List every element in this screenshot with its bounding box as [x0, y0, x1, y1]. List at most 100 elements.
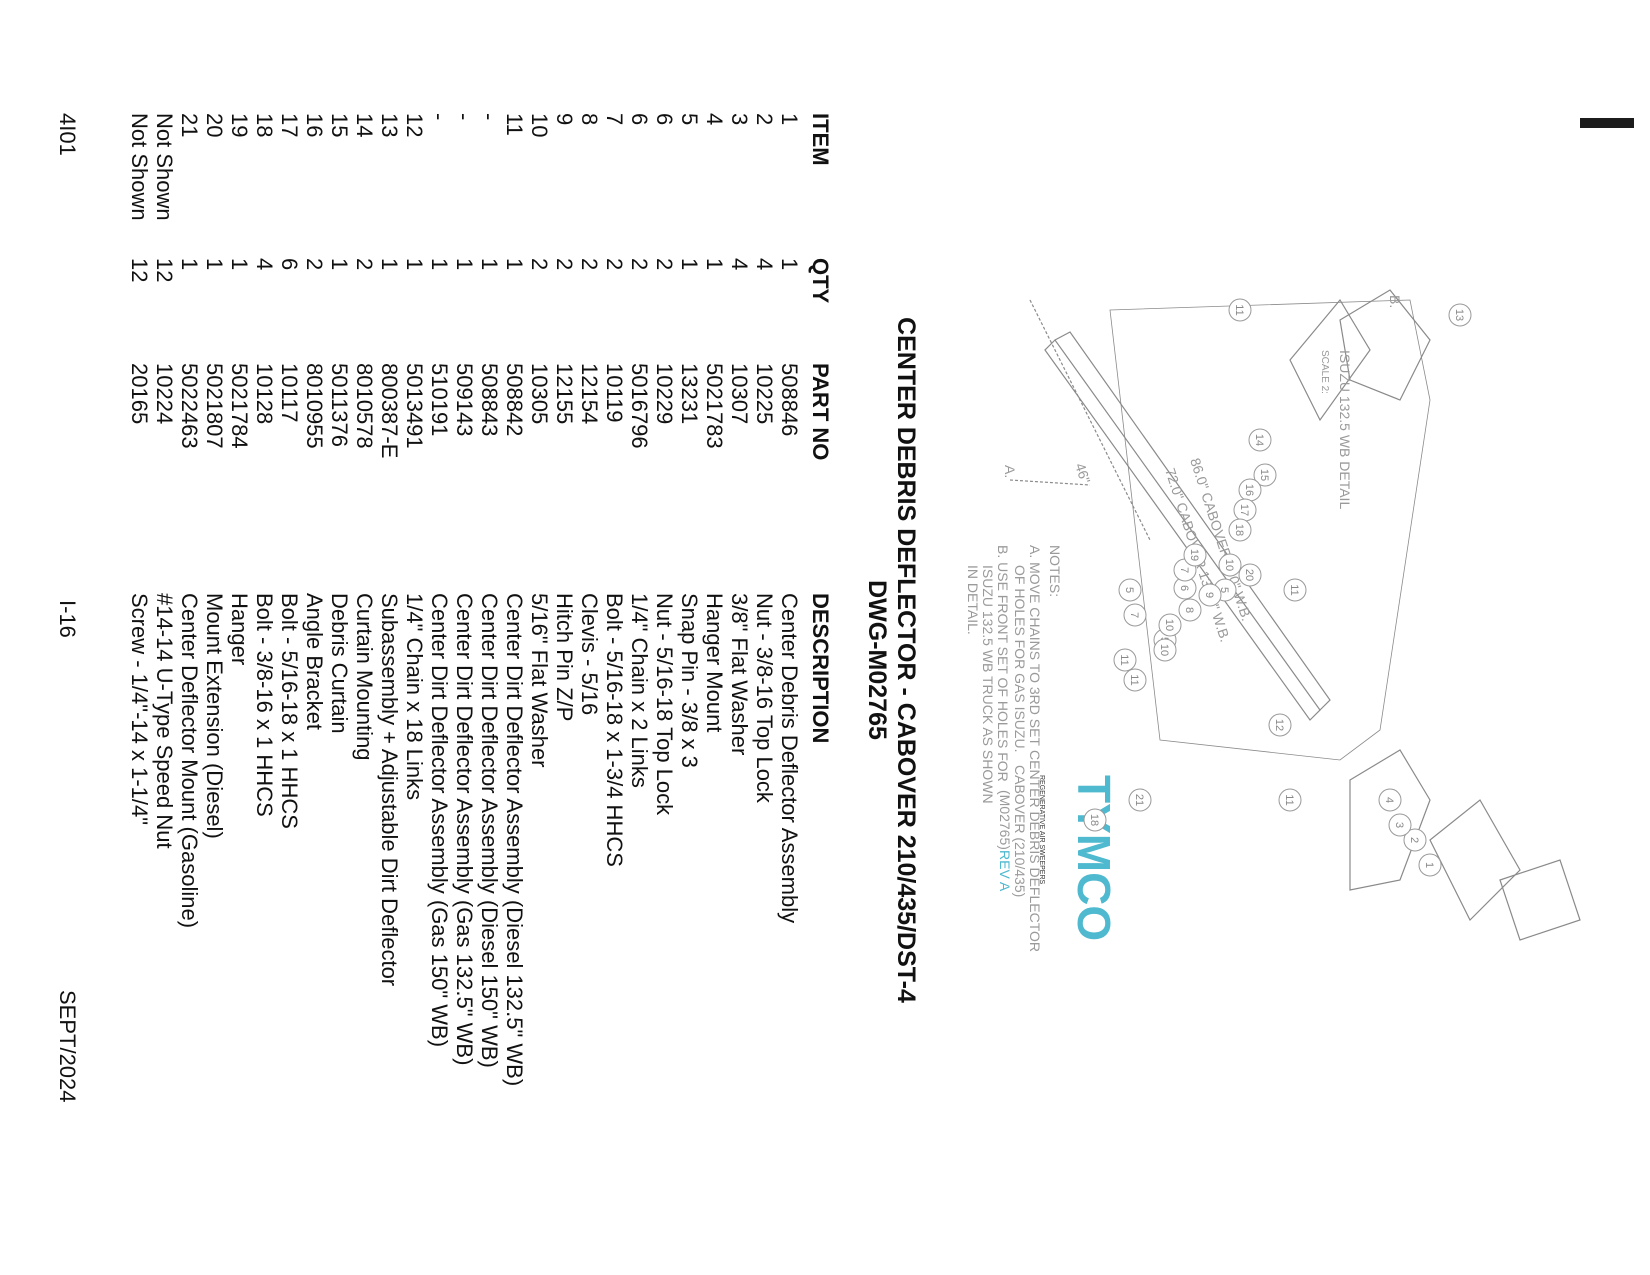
cell-qty: 2	[352, 258, 377, 271]
drawing-number: DWG-M02765	[863, 580, 891, 740]
cell-part: 10305	[527, 363, 552, 425]
cell-description: #14-14 U-Type Speed Nut	[152, 593, 177, 849]
balloon-number: 7	[1178, 567, 1190, 573]
cell-item: Not Shown	[152, 113, 177, 221]
cell-qty: 12	[152, 258, 177, 283]
balloon-number: 18	[1233, 524, 1245, 536]
callout-balloon: 18	[1228, 518, 1252, 542]
cell-qty: 1	[177, 258, 202, 271]
cell-part: 10128	[252, 363, 277, 425]
cell-item: 1	[777, 113, 802, 126]
balloon-number: 15	[1258, 469, 1270, 481]
balloon-number: 10	[1163, 619, 1175, 631]
detail-bracket	[1339, 289, 1431, 401]
cell-description: Clevis - 5/16	[577, 593, 602, 716]
cell-qty: 1	[202, 258, 227, 271]
cell-description: Center Dirt Deflector Assembly (Diesel 1…	[477, 593, 502, 1068]
cell-item: 13	[377, 113, 402, 138]
cell-description: Center Debris Deflector Assembly	[777, 593, 802, 924]
balloon-number: 4	[1383, 797, 1395, 803]
cell-part: 800387-E	[377, 363, 402, 459]
balloon-number: 1	[1423, 862, 1435, 868]
callout-balloon: 11	[1283, 578, 1307, 602]
callout-balloon: 15	[1253, 463, 1277, 487]
logo-text: TYMCO	[1068, 775, 1120, 941]
callout-balloon: 10	[1153, 638, 1177, 662]
cell-description: Debris Curtain	[327, 593, 352, 734]
cell-item: Not Shown	[127, 113, 152, 221]
cell-description: Curtain Mounting	[352, 593, 377, 761]
cell-description: Hanger Mount	[702, 593, 727, 733]
exploded-assembly-drawing: ISUZU 132.5 WB DETAIL SCALE 2: 86.0" CAB…	[965, 289, 1581, 952]
balloon-number: 12	[1273, 719, 1285, 731]
cell-description: 1/4" Chain x 2 Links	[627, 593, 652, 788]
callout-balloon: 10	[1158, 613, 1182, 637]
cell-qty: 2	[602, 258, 627, 271]
cell-part: 10225	[752, 363, 777, 425]
cell-item: 14	[352, 113, 377, 138]
label-a: A.	[1002, 465, 1018, 478]
cell-part: 5013491	[402, 363, 427, 449]
cell-item: 15	[327, 113, 352, 138]
cell-part: 508843	[477, 363, 502, 437]
balloon-number: 5	[1123, 587, 1135, 593]
cell-description: Center Deflector Mount (Gasoline)	[177, 593, 202, 929]
cell-qty: 1	[702, 258, 727, 271]
cell-item: 6	[627, 113, 652, 126]
cell-item: -	[427, 113, 452, 121]
callout-balloon: 5	[1118, 578, 1142, 602]
table-row: Not Shown 12 10224 #14-14 U-Type Speed Nut	[152, 113, 177, 1173]
logo-tagline: REGENERATIVE AIR SWEEPERS	[1038, 775, 1045, 885]
cell-item: 17	[277, 113, 302, 138]
cell-description: 3/8" Flat Washer	[727, 593, 752, 756]
balloon-number: 6	[1178, 585, 1190, 591]
header-item: ITEM	[808, 113, 833, 166]
cell-item: 9	[552, 113, 577, 126]
cell-qty: 2	[577, 258, 602, 271]
header-description: DESCRIPTION	[808, 593, 833, 744]
cell-description: Angle Bracket	[302, 593, 327, 730]
cell-item: -	[477, 113, 502, 121]
cell-part: 10224	[152, 363, 177, 425]
cell-qty: 2	[302, 258, 327, 271]
callout-balloon: 8	[1178, 598, 1202, 622]
balloon-number: 11	[1128, 674, 1140, 685]
cell-qty: 4	[752, 258, 777, 271]
callout-balloon: 21	[1128, 788, 1152, 812]
cell-qty: 4	[727, 258, 752, 271]
dimension-small: 46"	[1072, 461, 1094, 486]
callout-balloon: 14	[1248, 428, 1272, 452]
cell-item: 8	[577, 113, 602, 126]
detail-title: ISUZU 132.5 WB DETAIL	[1337, 350, 1353, 509]
revision-date: SEPT/2024	[55, 990, 80, 1103]
notes-title: NOTES:	[1047, 545, 1063, 597]
callout-balloon: 16	[1238, 478, 1262, 502]
cell-description: Center Dirt Deflector Assembly (Gas 132.…	[452, 593, 477, 1066]
cell-description: Hitch Pin Z/P	[552, 593, 577, 722]
cell-description: Center Dirt Deflector Assembly (Gas 150"…	[427, 593, 452, 1048]
cell-qty: 2	[652, 258, 677, 271]
note-a-line1: A. MOVE CHAINS TO 3RD SET	[1027, 545, 1043, 746]
balloon-number: 14	[1253, 434, 1265, 446]
balloon-number: 16	[1243, 484, 1255, 496]
callout-balloon: 9	[1198, 583, 1222, 607]
cell-part: 509143	[452, 363, 477, 437]
cell-item: 16	[302, 113, 327, 138]
note-b-line1: B. USE FRONT SET OF HOLES FOR	[995, 545, 1011, 782]
callout-balloon: 6	[1173, 576, 1197, 600]
cell-part: 510191	[427, 363, 452, 437]
cell-part: 5011376	[327, 363, 352, 448]
cell-qty: 1	[777, 258, 802, 271]
cell-qty: 1	[477, 258, 502, 271]
